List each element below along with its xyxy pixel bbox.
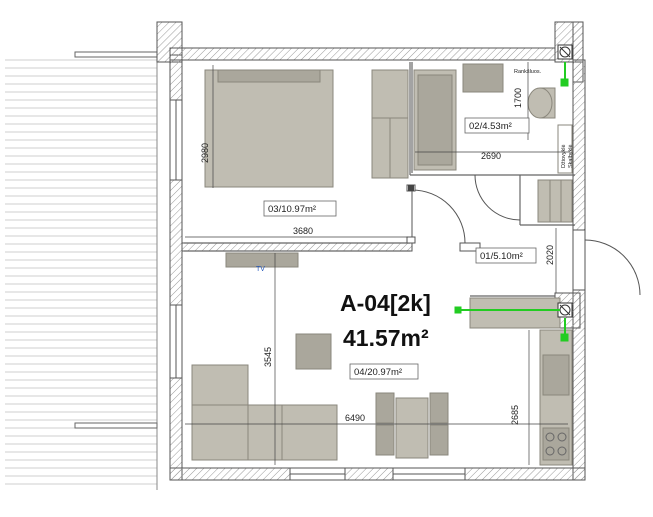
- room-bathroom-label: 02/4.53m²: [469, 121, 512, 132]
- furniture: [191, 63, 573, 466]
- room-bedroom-label: 03/10.97m²: [268, 204, 316, 215]
- room-living-label: 04/20.97m²: [354, 367, 402, 378]
- stove: [542, 427, 570, 461]
- bed: [204, 69, 334, 188]
- tv-unit: [225, 252, 299, 268]
- dryer-label-1: Džiovyklė: [561, 144, 567, 168]
- coffee-table: [295, 333, 332, 370]
- dim-living-width: 6490: [345, 413, 365, 423]
- terrace-rail-top: [74, 51, 158, 58]
- sink-label: Rankšluos.: [514, 69, 542, 75]
- dim-bedroom-width: 3680: [293, 226, 313, 236]
- dim-bedroom-height: 2980: [200, 143, 210, 163]
- dim-hall-height: 2020: [545, 245, 555, 265]
- sink-kitchen: [542, 354, 570, 396]
- tv-label: TV: [256, 266, 265, 273]
- dim-bath-width: 2690: [481, 151, 501, 161]
- kitchen-counter: [469, 297, 561, 329]
- walls: [156, 21, 586, 481]
- bed-headboard: [217, 69, 321, 83]
- room-hall-label: 01/5.10m²: [480, 251, 523, 262]
- green-markers: [454, 62, 569, 342]
- sink: [462, 63, 504, 93]
- terrace-rail-bottom: [74, 422, 158, 429]
- vent-shafts: [557, 44, 573, 318]
- dryer-label-2: Skalbyklė: [568, 144, 574, 168]
- dim-living-height: 3545: [263, 347, 273, 367]
- interior-walls: [184, 62, 575, 297]
- apartment-code: A-04[2k]: [340, 290, 431, 316]
- dining-table: [395, 397, 429, 459]
- apartment-area: 41.57m²: [343, 325, 429, 351]
- washer-area: [557, 124, 573, 174]
- dim-bath-height: 1700: [513, 88, 523, 108]
- dim-kitchen-height: 2685: [510, 405, 520, 425]
- hall-wardrobe: [537, 179, 573, 223]
